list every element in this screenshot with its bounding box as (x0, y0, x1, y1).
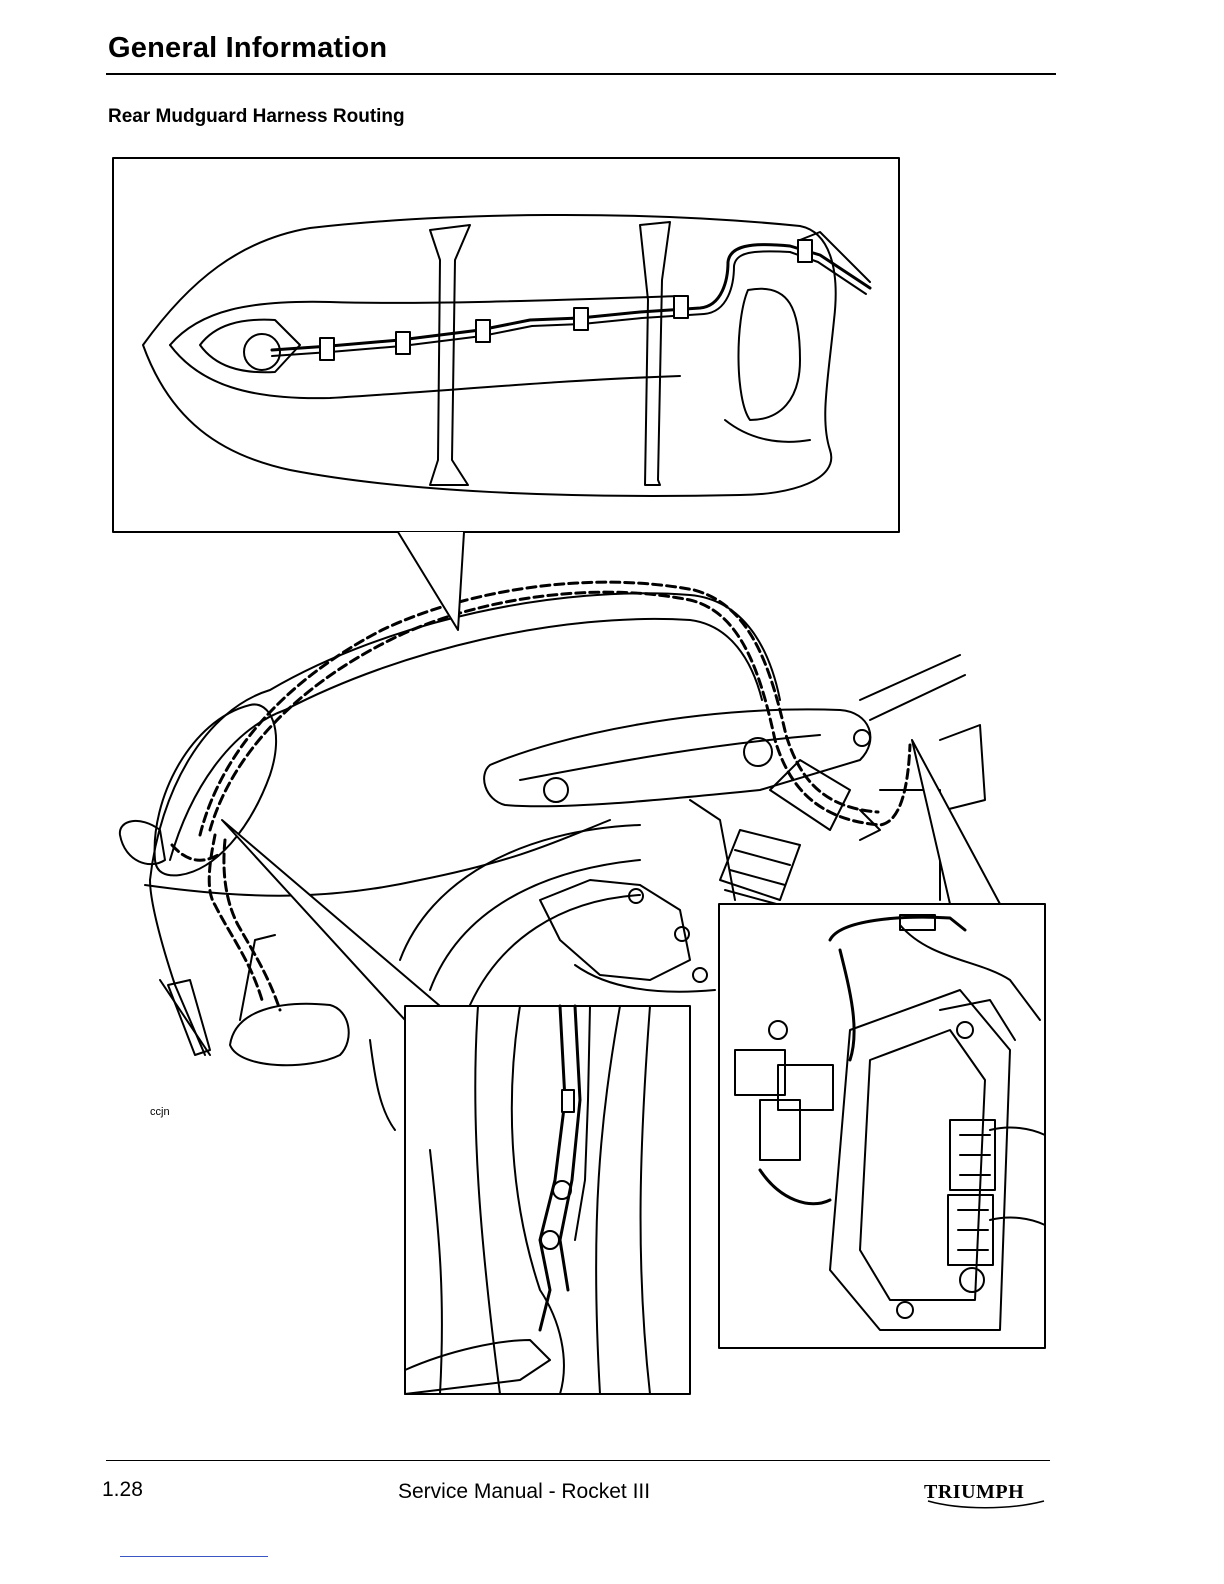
page-number: 1.28 (102, 1478, 143, 1502)
manual-title: Service Manual - Rocket III (398, 1480, 650, 1504)
bottom-link-underline (120, 1556, 268, 1557)
inset-left-lower-detail (222, 820, 690, 1394)
brand-logo: TRIUMPH (920, 1476, 1050, 1512)
footer-divider (106, 1460, 1050, 1461)
inset-right-lower-detail (719, 740, 1045, 1348)
figure-code: ccjn (150, 1106, 170, 1118)
inset-top-harness-view (113, 158, 899, 630)
svg-text:TRIUMPH: TRIUMPH (924, 1481, 1024, 1503)
